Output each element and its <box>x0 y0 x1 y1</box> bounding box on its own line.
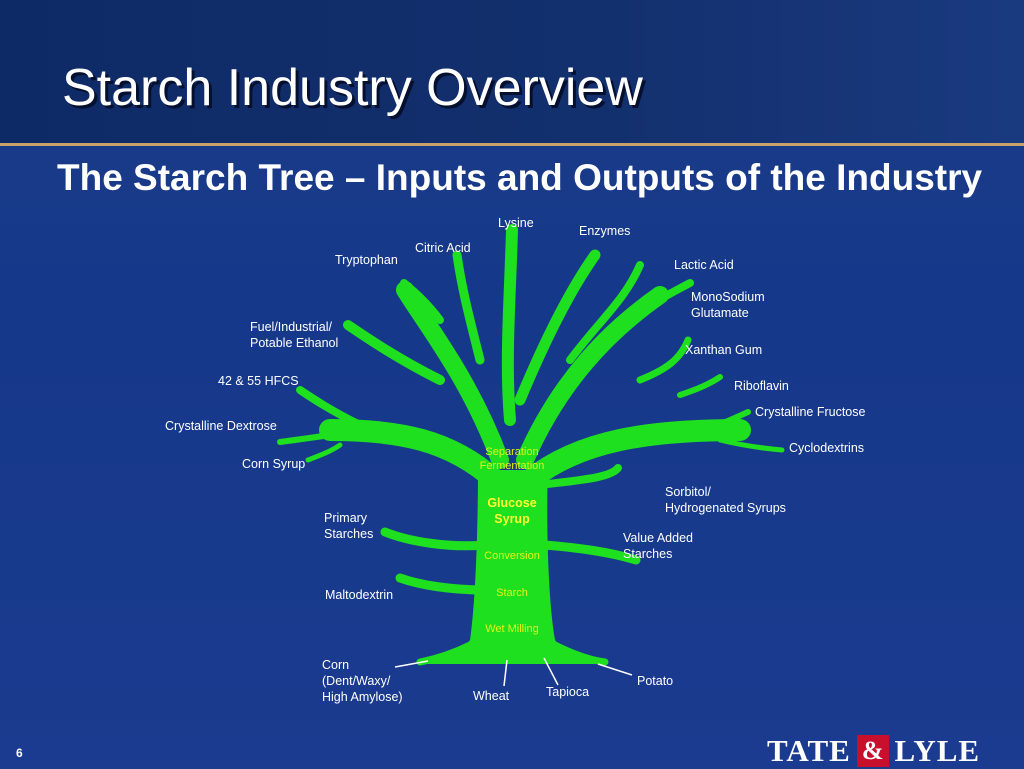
input-tapioca: Tapioca <box>546 685 590 699</box>
tate-and-lyle-logo: TATE & LYLE <box>767 733 981 768</box>
output-corn-syrup: Corn Syrup <box>242 457 306 471</box>
trunk-label-starch: Starch <box>496 587 528 599</box>
pointer-corn <box>394 660 429 668</box>
pointer-potato <box>597 663 633 676</box>
branch-primary-starches <box>380 527 490 551</box>
trunk-label-wet-milling: Wet Milling <box>485 623 539 635</box>
page-number: 6 <box>16 746 23 760</box>
trunk-label-separation-fermentation: Separation Fermentation <box>479 446 545 472</box>
output-xanthan-gum: Xanthan Gum <box>685 343 763 357</box>
header-divider <box>0 143 1024 146</box>
output-primary-starches: Primary Starches <box>324 511 374 541</box>
limb-left <box>319 419 506 491</box>
branch-citric <box>452 250 485 365</box>
branch-riboflavin <box>677 374 723 398</box>
output-maltodextrin: Maltodextrin <box>325 588 394 602</box>
output-lactic-acid: Lactic Acid <box>674 258 734 272</box>
slide-title: Starch Industry Overview <box>62 59 643 117</box>
root-right <box>551 641 609 666</box>
slide-subtitle: The Starch Tree – Inputs and Outputs of … <box>57 157 983 198</box>
output-lysine: Lysine <box>498 216 534 230</box>
trunk-label-glucose-syrup: Glucose Syrup <box>487 496 537 526</box>
output-crystalline-fructose: Crystalline Fructose <box>755 405 866 419</box>
branch-tryptophan <box>400 279 444 324</box>
pointer-wheat <box>503 659 508 687</box>
output-monosodium-glutamate: MonoSodium Glutamate <box>691 290 765 320</box>
branch-hfcs <box>296 386 364 429</box>
input-corn: Corn (Dent/Waxy/ High Amylose) <box>322 658 403 704</box>
branch-sorbitol <box>536 464 622 489</box>
branch-ethanol <box>343 320 445 385</box>
output-hfcs: 42 & 55 HFCS <box>218 374 299 388</box>
branch-cyclo <box>717 437 785 453</box>
tree-trunk <box>425 470 600 664</box>
branch-msg <box>606 279 694 334</box>
output-enzymes: Enzymes <box>579 224 631 238</box>
branch-lactic <box>566 261 644 364</box>
output-crystalline-dextrose: Crystalline Dextrose <box>165 419 277 433</box>
output-citric-acid: Citric Acid <box>415 241 471 255</box>
trunk-label-conversion: Conversion <box>484 550 540 562</box>
branch-enzymes <box>514 249 601 406</box>
branch-maltodextrin <box>395 573 490 595</box>
output-value-added-starches: Value Added Starches <box>623 531 693 561</box>
branch-value-added <box>540 540 641 565</box>
output-sorbitol: Sorbitol/ Hydrogenated Syrups <box>665 485 786 515</box>
limb-center-left <box>396 281 509 469</box>
pointer-tapioca <box>543 657 559 686</box>
branch-dextrose <box>277 432 333 445</box>
output-ethanol: Fuel/Industrial/ Potable Ethanol <box>250 320 339 350</box>
header-band <box>0 0 1024 143</box>
output-riboflavin: Riboflavin <box>734 379 789 393</box>
output-cyclodextrins: Cyclodextrins <box>789 441 865 455</box>
branch-lysine <box>501 224 518 426</box>
input-wheat: Wheat <box>473 689 510 703</box>
branch-corn-syrup <box>305 442 343 463</box>
input-potato: Potato <box>637 674 674 688</box>
output-tryptophan: Tryptophan <box>335 253 398 267</box>
limb-right <box>519 419 751 491</box>
logo-word-right: LYLE <box>894 733 981 768</box>
branch-xanthan <box>636 336 692 384</box>
branch-fructose <box>697 409 751 435</box>
logo-word-left: TATE <box>767 733 851 768</box>
logo-ampersand: & <box>856 735 889 767</box>
